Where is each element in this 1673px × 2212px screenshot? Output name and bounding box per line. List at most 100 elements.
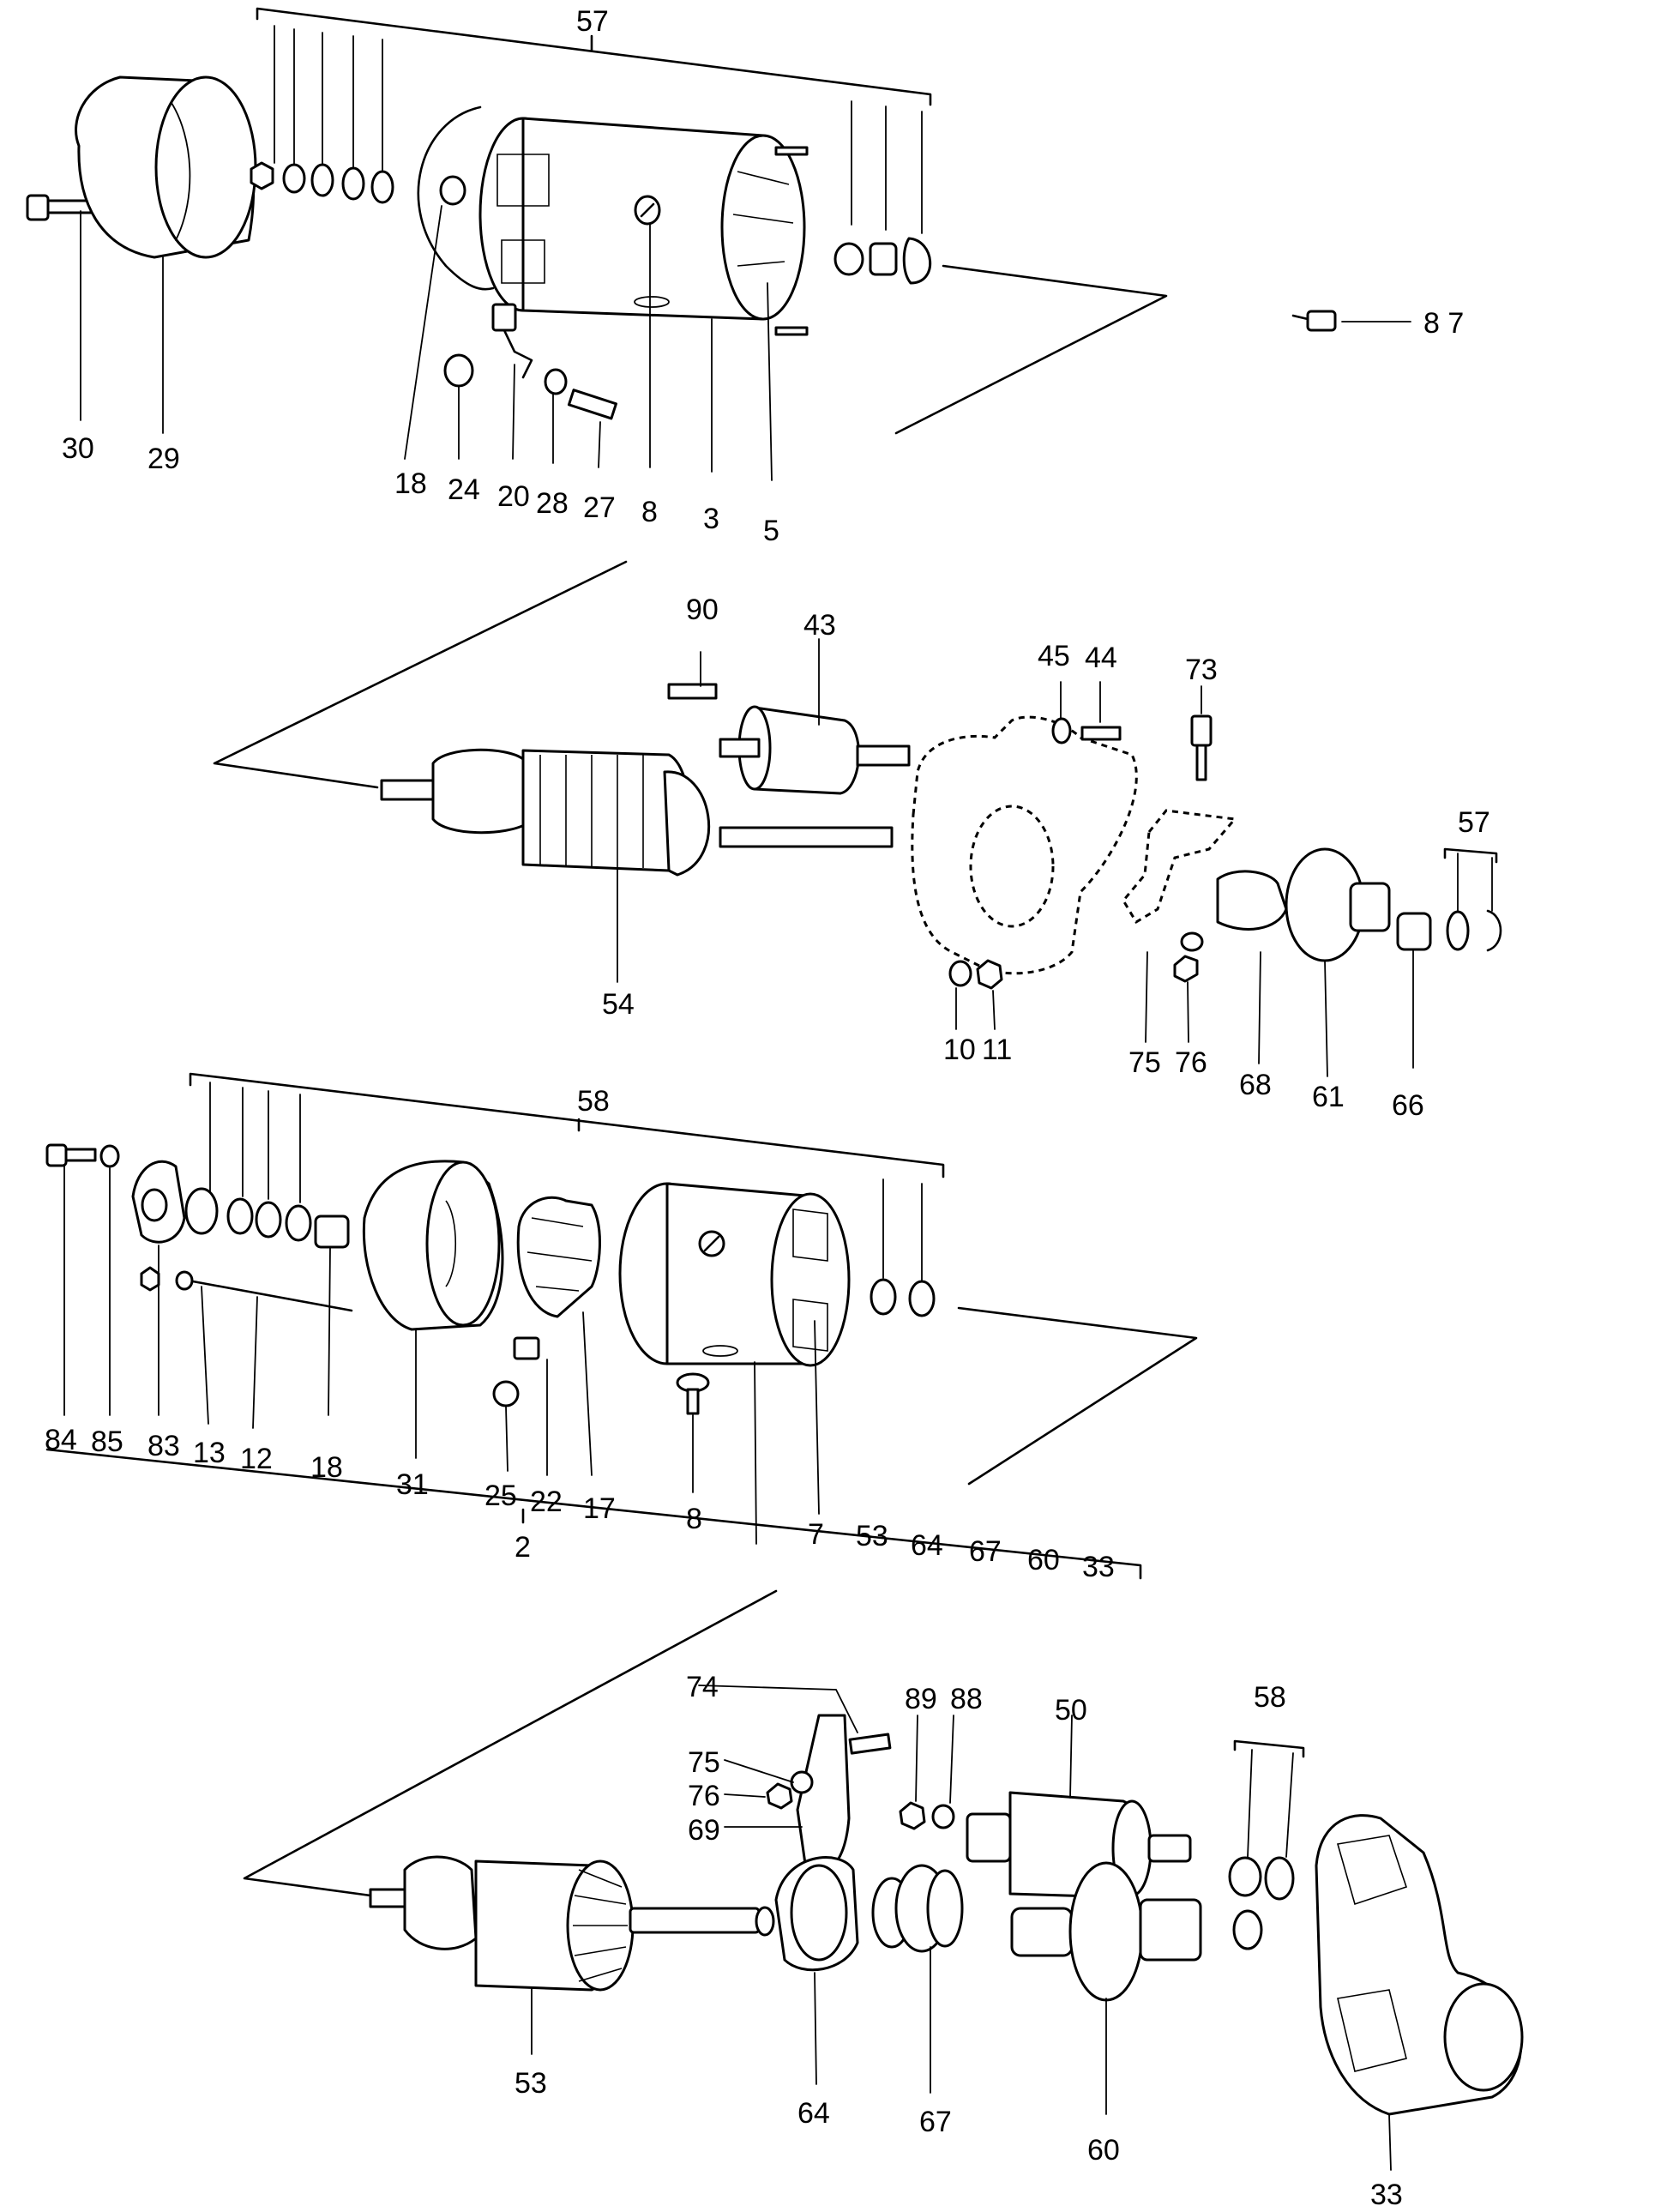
label-58b: 58 — [1254, 1681, 1286, 1714]
label-30: 30 — [62, 432, 94, 465]
label-50: 50 — [1055, 1694, 1087, 1727]
washer-stack-left — [250, 161, 394, 204]
label-64a: 64 — [911, 1529, 943, 1562]
guide-line-4 — [243, 1589, 778, 1897]
label-31: 31 — [396, 1468, 429, 1501]
solenoid-50 — [966, 1715, 1192, 1899]
label-45: 45 — [1038, 640, 1070, 672]
guide-line-2 — [213, 560, 628, 789]
label-66: 66 — [1392, 1089, 1424, 1122]
label-84: 84 — [45, 1424, 77, 1456]
armature-53 — [369, 1855, 775, 2055]
label-13: 13 — [193, 1437, 226, 1469]
bracket-57-top — [256, 7, 932, 106]
bolts-44-45 — [1051, 681, 1122, 744]
switch-87 — [1291, 310, 1411, 332]
section-4-drive — [243, 1589, 1524, 2171]
drive-end-bracket-dashed — [911, 715, 1237, 975]
guide-line-3 — [957, 1306, 1198, 1486]
label-60b: 60 — [1087, 2134, 1120, 2167]
callout-labels: 57 30 29 18 24 20 28 27 8 3 5 8 7 90 43 … — [45, 5, 1490, 2211]
label-57b: 57 — [1458, 806, 1490, 839]
label-22: 22 — [530, 1486, 563, 1518]
label-85: 85 — [91, 1425, 123, 1458]
brush-plate-17 — [516, 1196, 601, 1476]
label-61: 61 — [1312, 1081, 1345, 1113]
field-housing-3 — [478, 117, 809, 336]
ring-b — [908, 1280, 936, 1317]
flange-83 — [131, 1160, 186, 1416]
pinion-61 — [1216, 847, 1391, 1077]
label-24: 24 — [448, 473, 480, 506]
label-75a: 75 — [1128, 1046, 1161, 1079]
ring-a — [870, 1278, 897, 1316]
label-73: 73 — [1185, 654, 1218, 686]
end-cap-31 — [362, 1160, 504, 1459]
label-44: 44 — [1085, 642, 1117, 674]
washer-stack-right — [833, 237, 932, 285]
washer-stack-3 — [184, 1187, 350, 1416]
leader-5 — [767, 282, 773, 481]
screw-8 — [676, 1372, 710, 1493]
nuts-10-11 — [948, 959, 1003, 1030]
label-3: 3 — [703, 503, 719, 535]
label-33a: 33 — [1082, 1551, 1115, 1583]
label-8a: 8 — [641, 496, 658, 528]
gasket-ring-18 — [404, 105, 495, 460]
label-75b: 75 — [688, 1746, 720, 1779]
label-67b: 67 — [919, 2106, 952, 2138]
end-cap-29 — [75, 75, 257, 434]
label-53b: 53 — [515, 2067, 547, 2100]
label-60a: 60 — [1027, 1544, 1060, 1576]
label-53a: 53 — [856, 1520, 888, 1552]
label-67a: 67 — [969, 1535, 1002, 1568]
label-17: 17 — [583, 1492, 616, 1525]
label-54: 54 — [602, 988, 635, 1021]
washer-leaders — [274, 25, 923, 234]
through-bolt-12 — [140, 1266, 353, 1429]
armature-54 — [380, 748, 894, 983]
drive-housing-64 — [774, 1856, 964, 2094]
brush-parts — [443, 303, 617, 468]
label-83: 83 — [147, 1430, 180, 1462]
section-1-housing — [26, 7, 1411, 481]
label-74: 74 — [686, 1671, 719, 1703]
nuts-88-89 — [899, 1715, 955, 1830]
washer-leaders-3 — [209, 1082, 923, 1283]
label-7: 7 — [808, 1518, 824, 1551]
sleeve-66 — [1396, 847, 1502, 1069]
label-88: 88 — [950, 1683, 983, 1715]
label-28: 28 — [536, 487, 569, 520]
field-housing-7 — [618, 1182, 851, 1545]
pin-73 — [1190, 685, 1213, 781]
label-5: 5 — [763, 515, 779, 547]
label-25: 25 — [484, 1480, 517, 1512]
label-89: 89 — [905, 1683, 937, 1715]
label-8b: 8 — [686, 1503, 702, 1535]
label-69: 69 — [688, 1814, 720, 1847]
label-68: 68 — [1239, 1069, 1272, 1101]
section-2-armature — [213, 560, 1502, 1077]
label-33b: 33 — [1370, 2179, 1403, 2211]
label-11: 11 — [982, 1034, 1012, 1066]
label-20: 20 — [497, 480, 530, 513]
label-76b: 76 — [688, 1780, 720, 1812]
label-90: 90 — [686, 594, 719, 626]
label-10: 10 — [943, 1034, 976, 1066]
guide-line-1 — [894, 264, 1168, 435]
nuts-75-76 — [1145, 931, 1204, 1043]
bolt-84 — [45, 1143, 120, 1416]
pinion-60 — [1010, 1861, 1263, 2115]
label-58a: 58 — [577, 1085, 610, 1118]
label-76a: 76 — [1175, 1046, 1207, 1079]
solenoid-43 — [667, 638, 911, 795]
label-57a: 57 — [576, 5, 609, 38]
drive-end-housing-33 — [1315, 1814, 1524, 2171]
label-64b: 64 — [797, 2097, 830, 2130]
label-27: 27 — [583, 491, 616, 524]
label-87: 8 7 — [1423, 307, 1464, 340]
bolt-30 — [26, 194, 93, 421]
label-12: 12 — [240, 1443, 273, 1475]
label-2: 2 — [515, 1531, 531, 1564]
